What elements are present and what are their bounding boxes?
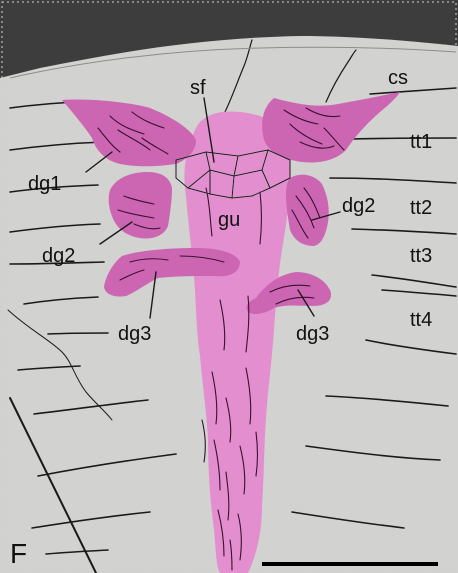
label-dg2-left: dg2 <box>42 245 75 267</box>
label-dg3-left: dg3 <box>118 323 151 345</box>
label-dg1: dg1 <box>28 173 61 195</box>
label-cs: cs <box>388 67 408 89</box>
label-sf: sf <box>190 77 206 99</box>
panel-letter: F <box>10 538 27 569</box>
scale-bar <box>262 562 438 566</box>
label-dg2-right: dg2 <box>342 195 375 217</box>
label-dg3-right: dg3 <box>296 323 329 345</box>
label-tt1: tt1 <box>410 131 432 153</box>
label-gu: gu <box>218 209 240 231</box>
label-tt2: tt2 <box>410 197 432 219</box>
label-tt3: tt3 <box>410 245 432 267</box>
label-tt4: tt4 <box>410 309 432 331</box>
